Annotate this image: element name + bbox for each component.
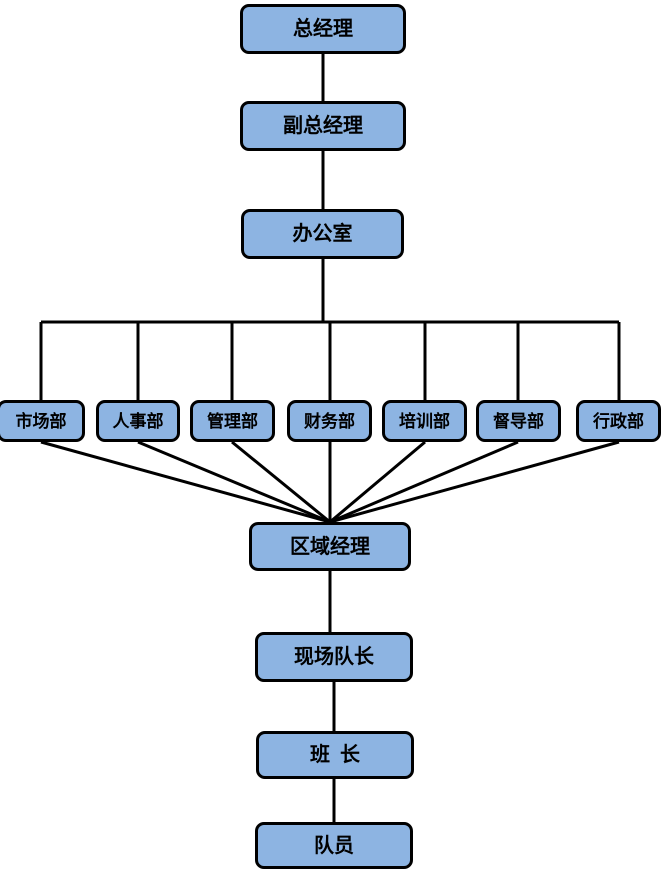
node-department[interactable]: 财务部 xyxy=(287,400,372,442)
node-department-label: 财务部 xyxy=(304,411,355,431)
node-department-label: 培训部 xyxy=(399,411,450,431)
node-shift-leader-label: 班 长 xyxy=(310,744,360,766)
connector-dept-to-regional-manager xyxy=(329,440,426,524)
node-department[interactable]: 培训部 xyxy=(382,400,467,442)
node-department-label: 人事部 xyxy=(112,411,164,431)
node-department[interactable]: 行政部 xyxy=(576,400,661,442)
connector-dept-to-regional-manager xyxy=(329,440,519,524)
node-department[interactable]: 督导部 xyxy=(476,400,561,442)
node-department-label: 督导部 xyxy=(493,411,544,431)
node-office-label: 办公室 xyxy=(292,223,353,245)
node-shift-leader[interactable]: 班 长 xyxy=(256,731,414,779)
connector-dept-to-regional-manager xyxy=(329,440,620,524)
node-office[interactable]: 办公室 xyxy=(241,209,404,259)
node-site-captain-label: 现场队长 xyxy=(294,646,374,668)
node-department[interactable]: 市场部 xyxy=(0,400,85,442)
node-department-label: 行政部 xyxy=(593,411,644,431)
node-deputy-general-manager-label: 副总经理 xyxy=(283,115,363,137)
node-department[interactable]: 人事部 xyxy=(96,400,180,442)
node-general-manager-label: 总经理 xyxy=(293,18,353,40)
node-team-member[interactable]: 队员 xyxy=(255,822,413,869)
node-general-manager[interactable]: 总经理 xyxy=(240,4,406,54)
node-deputy-general-manager[interactable]: 副总经理 xyxy=(240,101,406,151)
node-department[interactable]: 管理部 xyxy=(190,400,275,442)
connector-dept-to-regional-manager xyxy=(40,440,331,524)
connector-dept-to-regional-manager xyxy=(137,440,331,524)
node-regional-manager-label: 区域经理 xyxy=(290,535,370,558)
connector-dept-to-regional-manager xyxy=(231,440,331,524)
node-regional-manager[interactable]: 区域经理 xyxy=(249,522,411,571)
node-department-label: 市场部 xyxy=(15,411,67,431)
node-department-label: 管理部 xyxy=(207,411,258,431)
node-site-captain[interactable]: 现场队长 xyxy=(255,632,413,682)
node-team-member-label: 队员 xyxy=(314,834,354,857)
